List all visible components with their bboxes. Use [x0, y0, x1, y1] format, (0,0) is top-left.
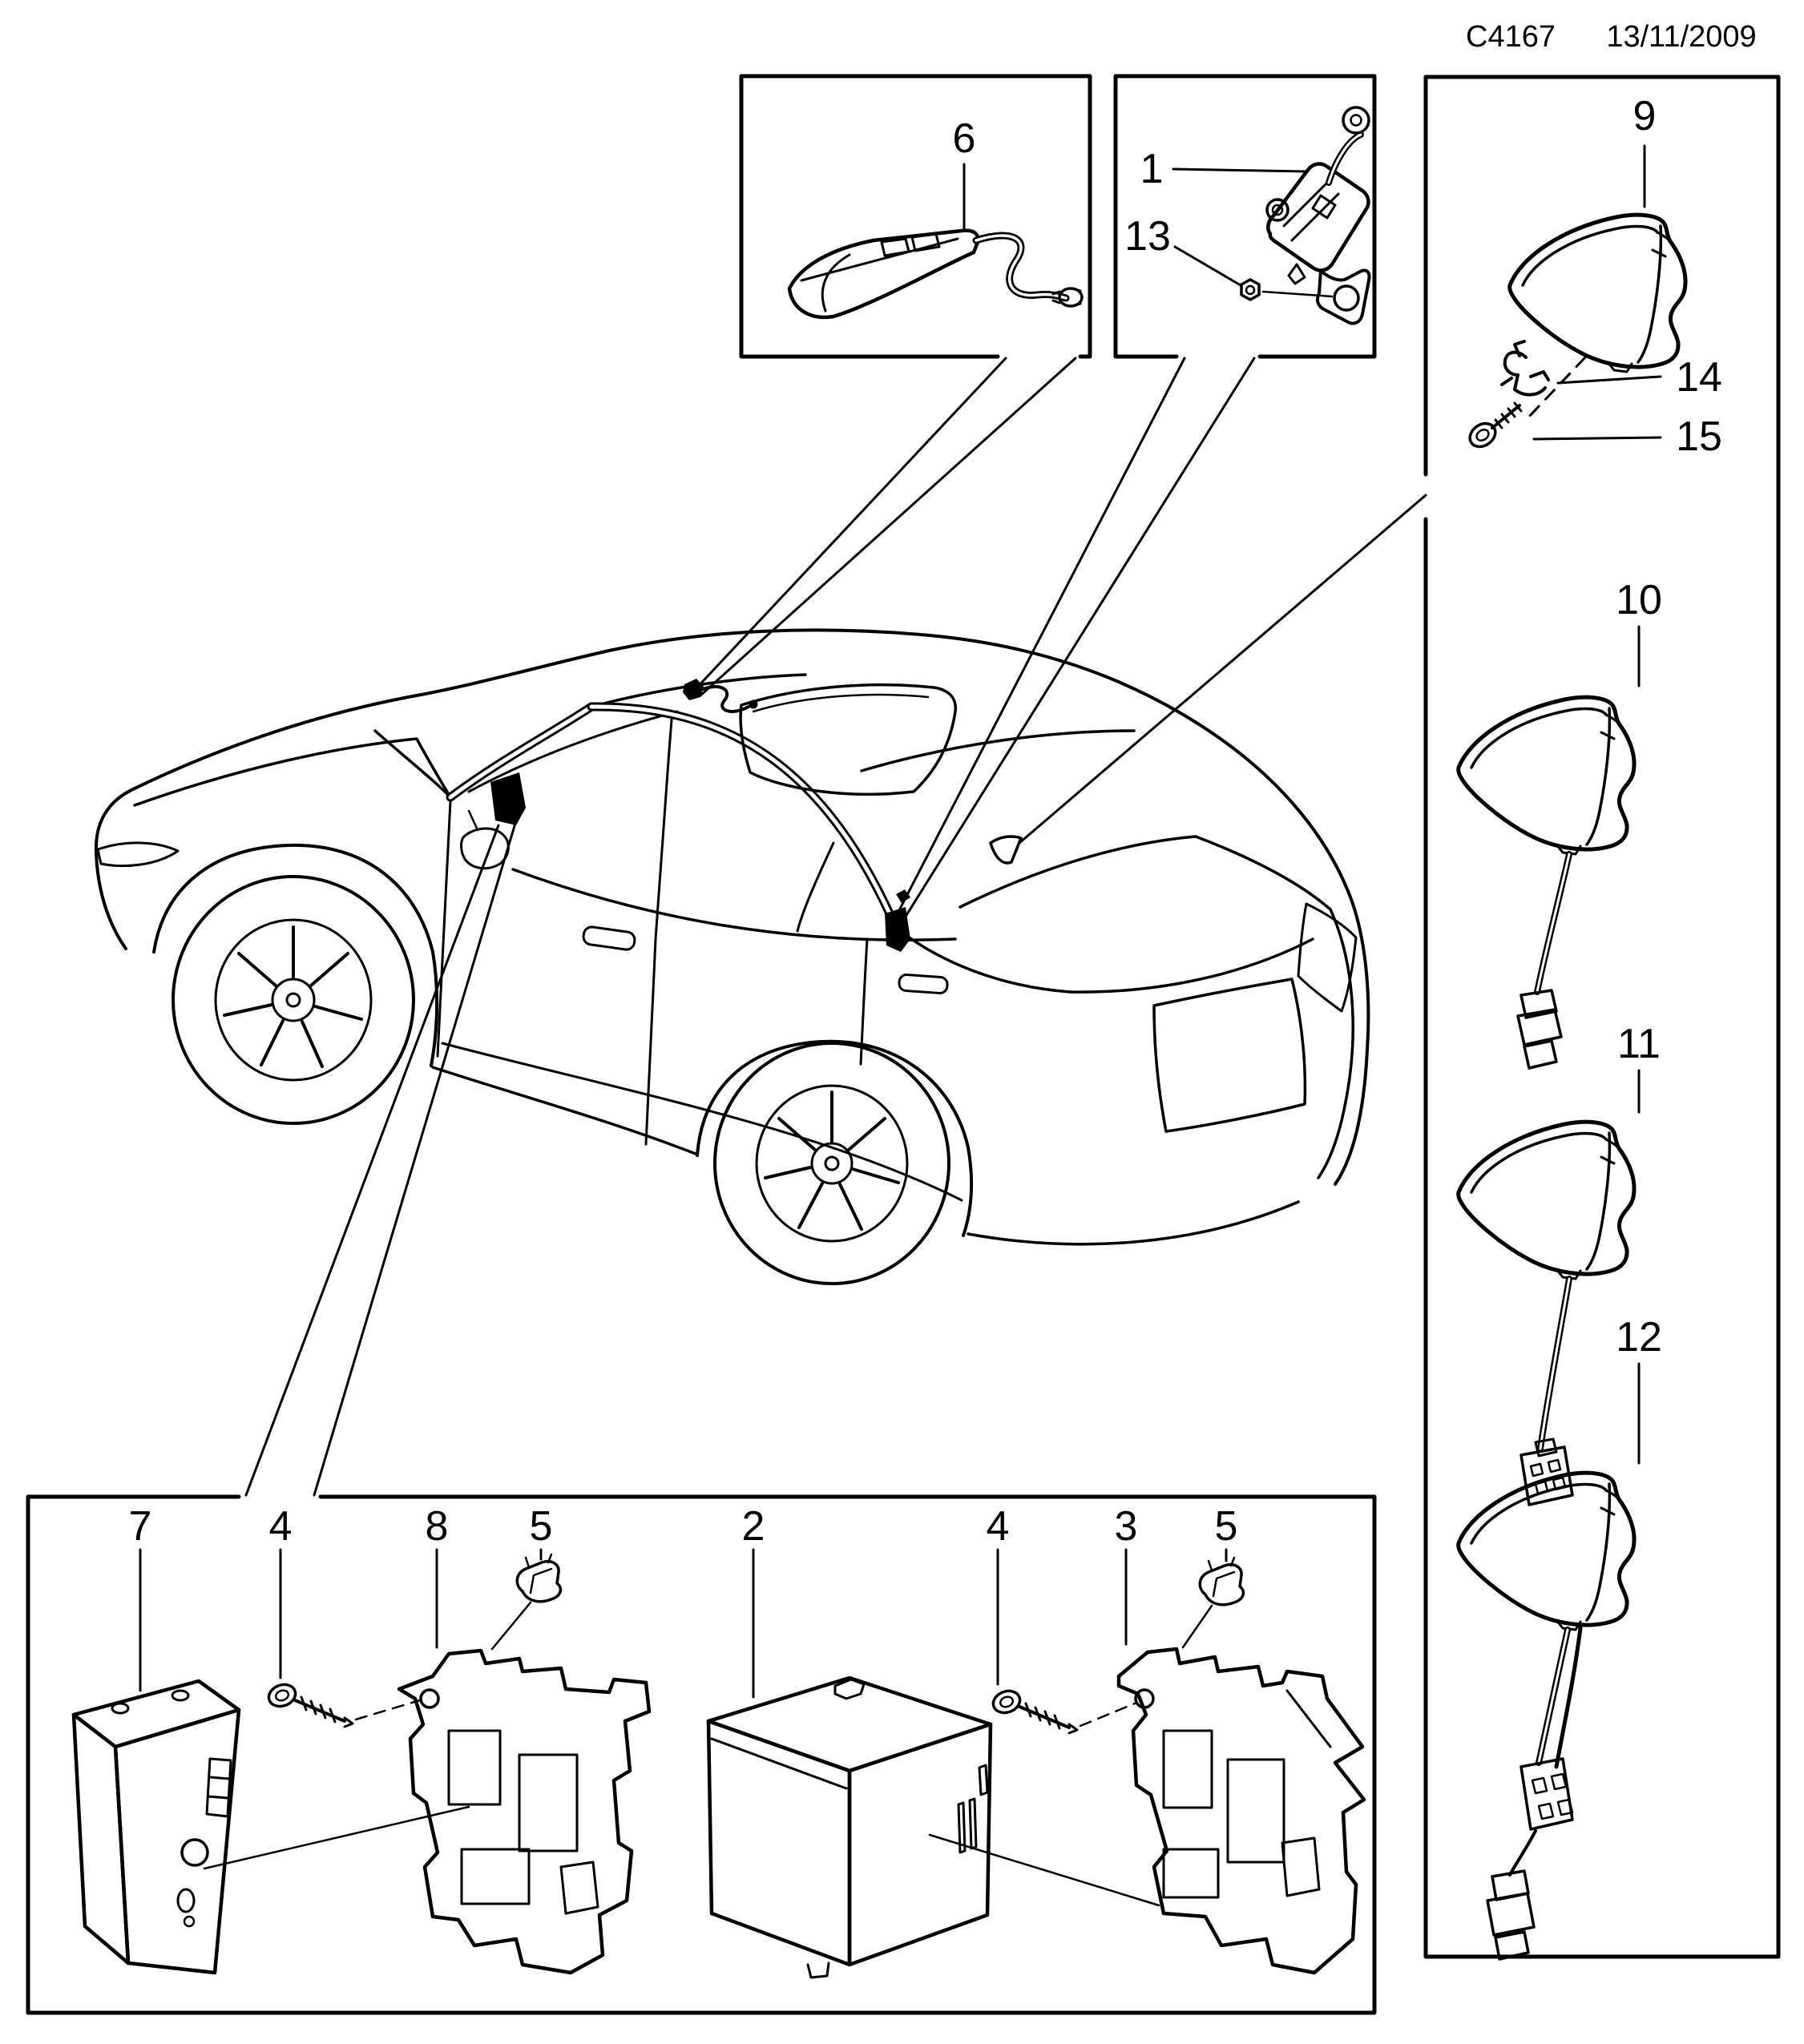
screw-15 — [1468, 401, 1523, 449]
callout-5a: 5 — [530, 1503, 553, 1550]
leader-15 — [1532, 436, 1662, 441]
callout-4b: 4 — [987, 1503, 1010, 1550]
module-7 — [71, 1679, 241, 1975]
antenna-12-mid-connector — [1519, 1757, 1574, 1831]
drawing-date: 13/11/2009 — [1606, 20, 1756, 54]
callout-3: 3 — [1115, 1503, 1138, 1550]
roof-antenna-location-marker — [683, 679, 758, 713]
antenna-10-connector — [1516, 989, 1563, 1070]
callout-14: 14 — [1676, 354, 1722, 401]
leader-13 — [1173, 245, 1242, 287]
callout-11: 11 — [1617, 1021, 1661, 1067]
callout-4a: 4 — [269, 1503, 293, 1550]
sunroof — [739, 683, 957, 796]
rear-wheel — [713, 1042, 950, 1285]
screw-4-right — [991, 1689, 1136, 1735]
antenna-cable-connector — [1051, 287, 1084, 308]
callout-6: 6 — [953, 115, 976, 162]
callout-13: 13 — [1124, 213, 1171, 260]
shark-fin-antenna-11 — [1459, 1122, 1634, 1506]
antenna-11-connector — [1519, 1437, 1574, 1506]
front-wheel — [172, 875, 415, 1125]
mounting-clip-14 — [1500, 340, 1550, 397]
drawing-code: C4167 — [1466, 20, 1556, 54]
callout-7: 7 — [129, 1503, 152, 1550]
amplifier-location-marker — [885, 889, 910, 952]
screw-4-left — [267, 1683, 422, 1728]
bracket-8 — [203, 1648, 652, 1975]
callout-5b: 5 — [1215, 1503, 1238, 1550]
module-2 — [706, 1675, 1160, 1979]
callout-9: 9 — [1633, 93, 1657, 139]
antenna-amplifier-1 — [1265, 106, 1371, 325]
shark-fin-location-marker — [989, 835, 1023, 865]
amplifier-box — [1113, 74, 1377, 359]
modules-brackets-box — [26, 1494, 1377, 2015]
callout-1: 1 — [1140, 146, 1164, 192]
shark-fin-antenna-12 — [1459, 1473, 1634, 1961]
clip-5-left — [490, 1553, 563, 1651]
car-illustration — [94, 628, 1370, 1285]
callout-10: 10 — [1616, 577, 1662, 623]
roof-antenna-6 — [787, 228, 1084, 320]
shark-fin-antenna-10 — [1459, 697, 1634, 1070]
clip-5-right — [1181, 1556, 1245, 1649]
door-handles — [582, 925, 949, 994]
glass-antenna-location-marker — [490, 772, 526, 825]
callout-15: 15 — [1676, 413, 1722, 460]
shark-fin-antenna-9 — [1510, 215, 1685, 420]
leader-1 — [1172, 167, 1308, 173]
leader-14 — [1556, 375, 1662, 385]
leader-lines-to-car — [244, 357, 1427, 1497]
shark-fin-antennas-box — [1423, 75, 1781, 1959]
antenna-12-end-connector — [1486, 1869, 1536, 1961]
side-mirror — [460, 809, 510, 870]
bracket-3 — [1116, 1647, 1366, 1975]
callout-12: 12 — [1616, 1314, 1662, 1361]
roof-antenna-box — [739, 74, 1092, 359]
callout-8: 8 — [426, 1503, 449, 1550]
callout-2: 2 — [742, 1503, 765, 1550]
